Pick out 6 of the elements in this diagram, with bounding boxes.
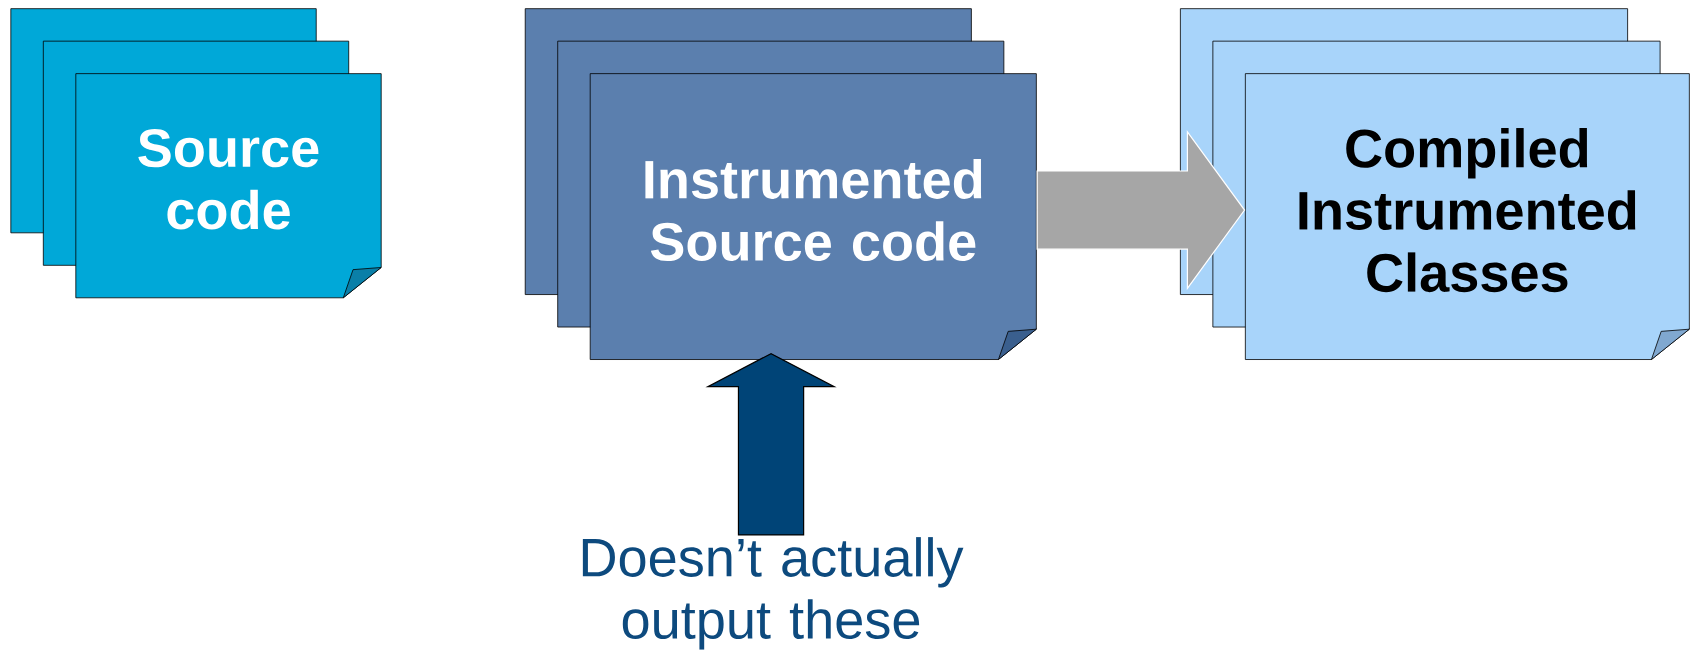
block-arrow xyxy=(705,353,837,536)
note-text: Doesn’t actually output these xyxy=(582,537,964,650)
document-stack: Source code xyxy=(10,8,382,299)
document-stack: Instrumented Source code xyxy=(524,8,1037,361)
document-stack: Compiled Instrumented Classes xyxy=(1180,8,1690,361)
block-arrow xyxy=(1036,130,1246,291)
